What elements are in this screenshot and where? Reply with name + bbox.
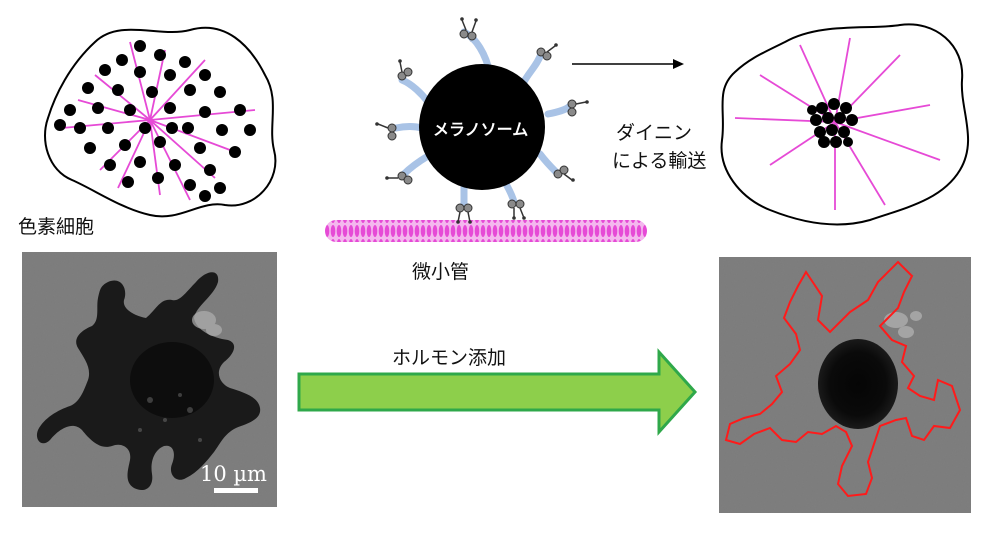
cell-outline-red [724, 260, 962, 498]
microtubule-label: 微小管 [412, 261, 470, 283]
dynein-label-line2: による輸送 [612, 150, 707, 172]
dispersed-melanosomes [54, 40, 256, 202]
scale-bar-label: 10 µm [200, 462, 267, 486]
dynein-label-line1: ダイニン [616, 122, 693, 144]
micrograph-dispersed [22, 252, 277, 507]
debris [192, 311, 222, 336]
right-arrow-icon [572, 59, 684, 69]
dispersed-cell-drawing [44, 26, 277, 218]
hormone-addition-label: ホルモン添加 [392, 347, 507, 369]
micrograph-aggregated [719, 257, 971, 513]
aggregated-pigment [818, 339, 898, 429]
microtubule [325, 220, 647, 242]
pigment-cell-label: 色素細胞 [18, 216, 95, 238]
scale-bar [214, 488, 258, 493]
aggregated-cell-drawing [720, 23, 970, 226]
cell-outline [720, 23, 970, 226]
melanosome [419, 64, 545, 190]
melanosome-label: メラノソーム [433, 120, 529, 139]
green-block-arrow-icon [297, 348, 698, 436]
